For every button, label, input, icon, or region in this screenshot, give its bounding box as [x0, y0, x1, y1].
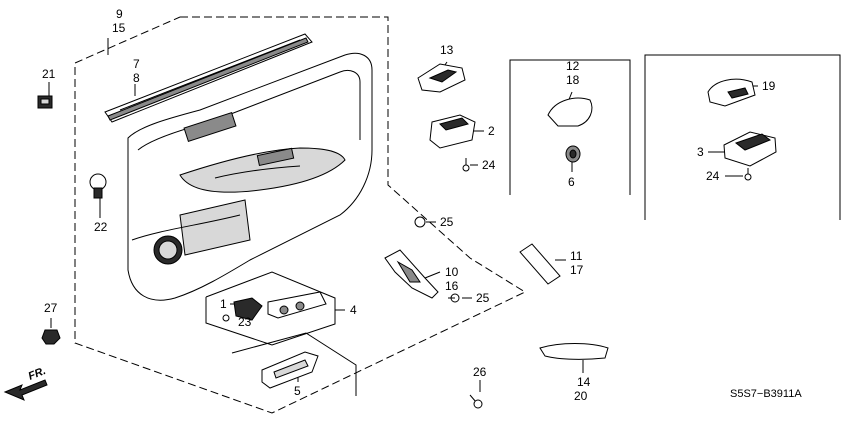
group-outlines [48, 16, 841, 414]
callout-13: 13 [440, 43, 454, 57]
garnish-11-17 [519, 243, 561, 285]
cover-12-18 [547, 97, 593, 127]
callout-24b: 24 [706, 169, 720, 183]
callout-24a: 24 [482, 158, 496, 172]
callout-25a: 25 [440, 215, 454, 229]
callout-3: 3 [697, 145, 704, 159]
callout-22: 22 [94, 220, 108, 234]
callout-4: 4 [350, 303, 357, 317]
inside-handle-5 [261, 351, 319, 389]
switch-2 [429, 114, 476, 149]
callout-18: 18 [566, 73, 580, 87]
callout-12: 12 [566, 59, 580, 73]
switch-3 [723, 131, 777, 167]
callout-14: 14 [577, 375, 591, 389]
front-direction-arrow-icon [3, 379, 48, 401]
callout-6: 6 [568, 175, 575, 189]
callout-9: 9 [116, 7, 123, 21]
callout-11: 11 [570, 249, 583, 263]
callout-10: 10 [445, 265, 459, 279]
callout-5: 5 [294, 384, 301, 398]
bracket-10-16 [384, 216, 439, 299]
diagram-code: S5S7−B3911A [730, 388, 802, 400]
callout-2: 2 [488, 124, 495, 138]
cover-19 [707, 78, 756, 107]
callout-17: 17 [570, 263, 584, 277]
clip-21 [37, 95, 53, 109]
callout-1: 1 [220, 297, 227, 311]
callout-21: 21 [42, 67, 56, 81]
callout-labels: 9 15 7 8 21 22 27 13 2 24 12 18 6 19 3 2… [27, 7, 803, 403]
callout-19: 19 [762, 79, 776, 93]
callout-15: 15 [112, 21, 126, 35]
grommet-6 [565, 145, 581, 163]
callout-23: 23 [238, 315, 252, 329]
push-clip-22 [89, 173, 107, 199]
callout-16: 16 [445, 279, 459, 293]
callout-8: 8 [133, 71, 140, 85]
callout-26: 26 [473, 365, 487, 379]
nut-27 [41, 329, 61, 345]
callout-25b: 25 [476, 291, 490, 305]
callout-7: 7 [133, 57, 140, 71]
screw-26 [469, 394, 483, 409]
switch-panel-4 [267, 291, 327, 319]
armrest-14-20 [539, 343, 609, 360]
screw-25 [448, 293, 460, 303]
door-lining-panel [127, 52, 373, 301]
weatherstrip-part [104, 33, 313, 123]
callout-20: 20 [574, 389, 588, 403]
screw-24b [744, 168, 752, 181]
switch-bezel-13 [417, 63, 466, 93]
callout-27: 27 [44, 301, 58, 315]
switch-1 [222, 297, 263, 322]
screw-24a [462, 158, 470, 172]
